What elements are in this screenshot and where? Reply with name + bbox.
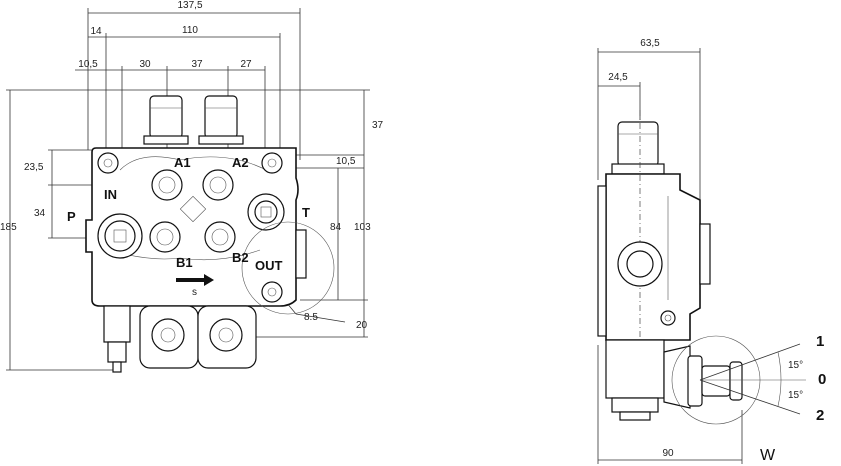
front-right-dimension-lines [250,90,368,338]
dim-23-5: 23,5 [24,162,44,173]
side-right-boss [699,223,711,285]
dim-37-right: 37 [372,120,384,131]
side-body-flange [597,185,607,337]
front-left-dimension-lines [6,89,370,371]
dim-27: 27 [240,59,252,70]
dim-14: 14 [90,26,102,37]
side-lower-section [605,339,691,421]
position-2: 2 [816,407,824,424]
dim-10-5-right: 10,5 [336,156,356,167]
dim-90: 90 [662,448,674,459]
front-view: 137,5 14 110 10,5 30 37 27 37 10,5 23,5 … [0,0,384,373]
front-detail-circle [241,221,335,315]
front-pressure-tank-ports [97,193,285,259]
dim-34: 34 [34,208,46,219]
port-label-p: P [67,209,76,224]
front-mounting-holes [97,152,283,303]
front-valve-body [85,147,299,307]
view-label-w: W [760,447,776,464]
angle-lower: 15° [788,390,803,401]
front-body-contour [107,156,271,261]
front-work-ports [149,169,236,253]
dim-137-5: 137,5 [177,0,202,11]
angle-upper: 15° [788,360,803,371]
dim-110: 110 [182,25,198,36]
dim-84: 84 [330,222,342,233]
port-label-s: s [192,287,197,298]
side-port [617,241,676,326]
dim-103: 103 [354,222,371,233]
port-label-a2: A2 [232,155,249,170]
port-label-b1: B1 [176,255,193,270]
front-lower-spools [103,305,257,373]
position-0: 0 [818,371,826,388]
port-label-out: OUT [255,258,283,273]
side-view: 63,5 24,5 90 15° 15° 1 0 2 W [597,38,826,464]
dim-37-top: 37 [191,59,203,70]
position-1: 1 [816,333,824,350]
side-angle-lines [699,343,806,415]
port-label-t: T [302,205,310,220]
port-label-b2: B2 [232,250,249,265]
dim-63-5: 63,5 [640,38,660,49]
dim-24-5: 24,5 [608,72,628,83]
front-top-caps [143,95,244,145]
dim-8-5: 8.5 [304,312,318,323]
port-label-a1: A1 [174,155,191,170]
dim-30: 30 [139,59,151,70]
dim-185: 185 [0,222,17,233]
dim-20: 20 [356,320,368,331]
front-spool-arrow [176,274,214,286]
side-top-cap [611,121,665,175]
dim-10-5-top: 10,5 [78,59,98,70]
port-label-in: IN [104,187,117,202]
front-out-plug [295,229,307,279]
